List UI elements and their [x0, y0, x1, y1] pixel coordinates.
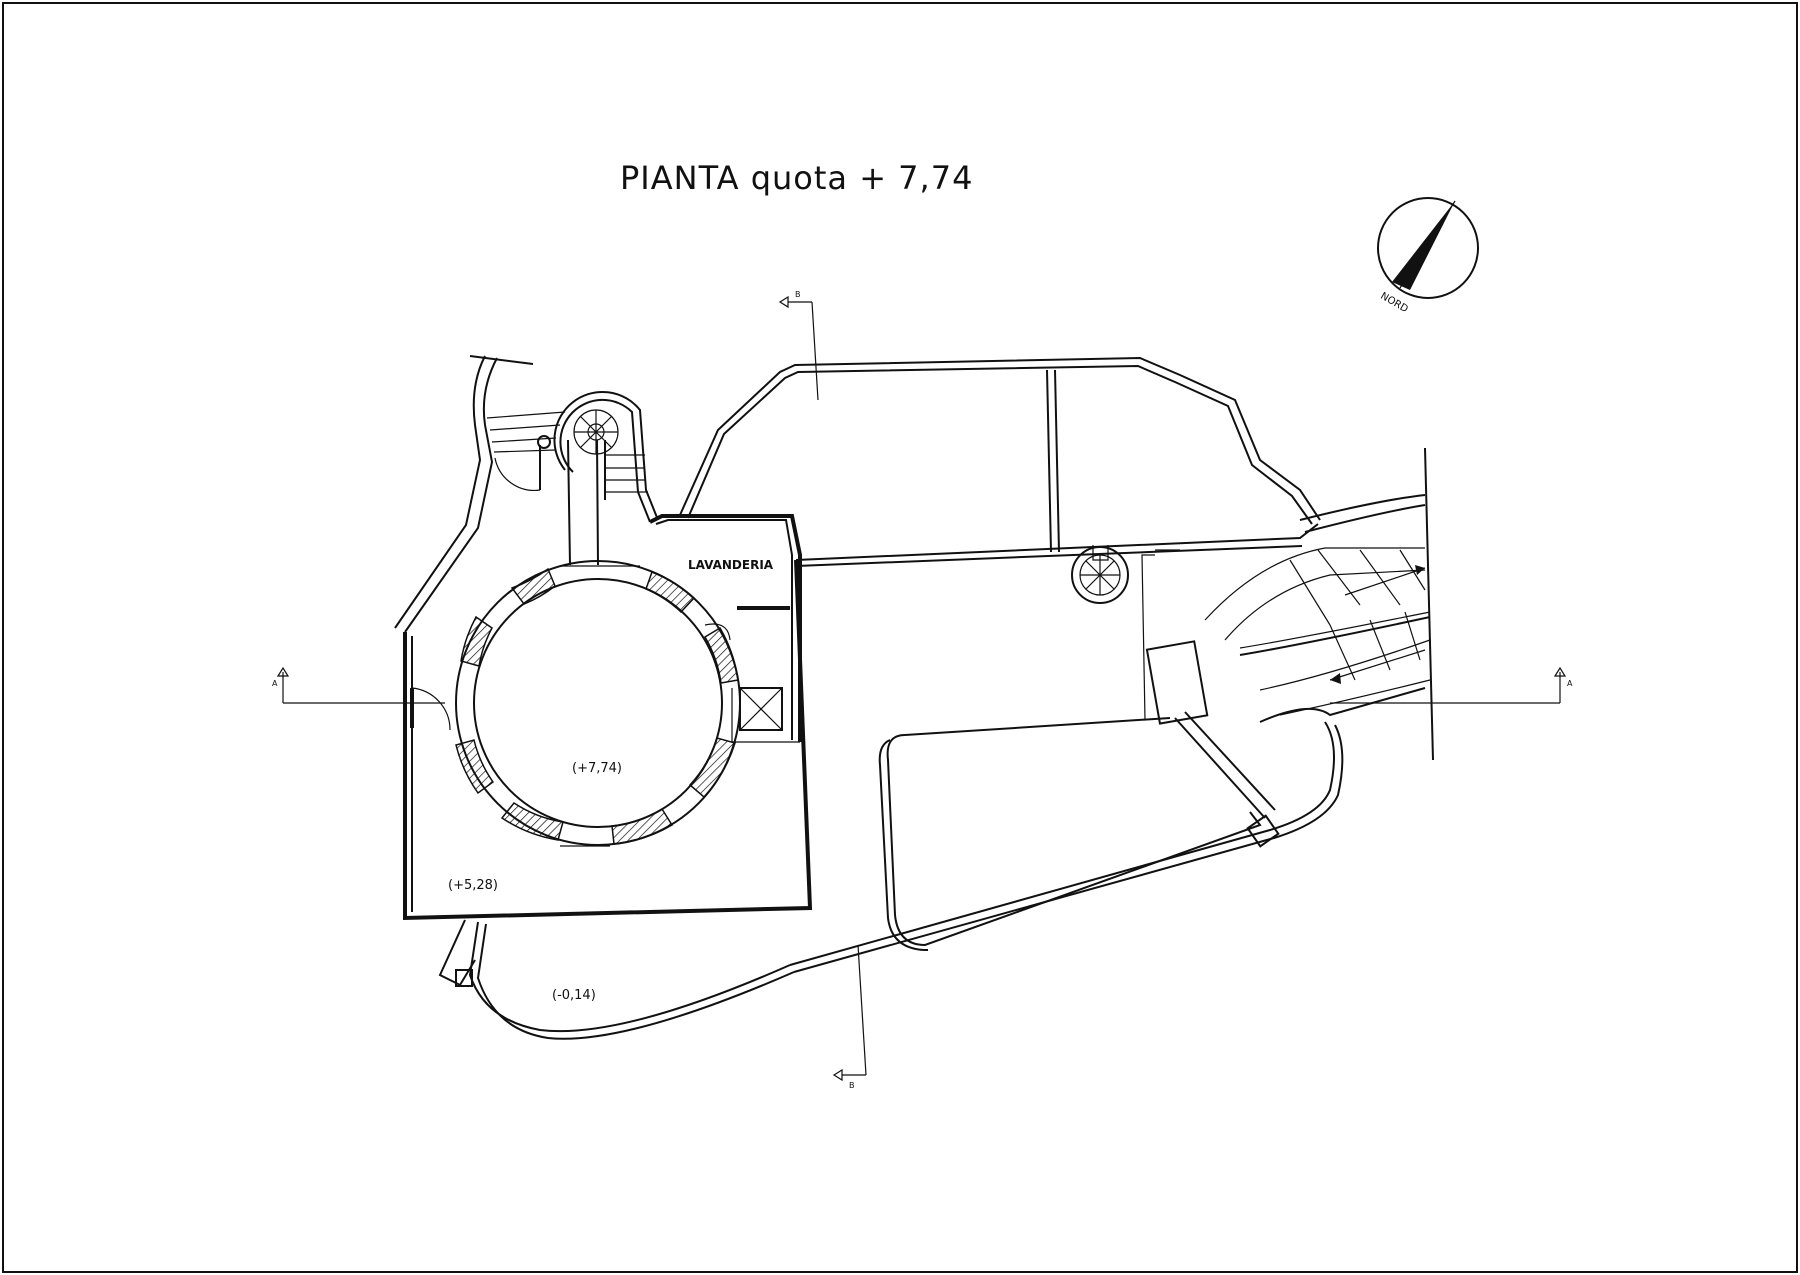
section-b-bottom-label: B: [849, 1081, 855, 1090]
post-base: [1246, 814, 1280, 848]
external-stair: [394, 355, 566, 633]
small-spiral-stair: [1071, 545, 1129, 604]
upper-courtyard-outline: [679, 356, 1321, 567]
laundry-room: [649, 514, 802, 743]
north-label: NORD: [1378, 291, 1410, 316]
room-label-laundry: LAVANDERIA: [688, 558, 774, 572]
drawing-title: PIANTA quota + 7,74: [620, 159, 973, 197]
circular-tower: [455, 560, 741, 847]
lower-garden: [878, 711, 1276, 951]
right-ramp: [789, 447, 1434, 973]
section-b-top-label: B: [795, 290, 801, 299]
section-b-top: B: [778, 290, 819, 401]
lower-path: [438, 919, 795, 1040]
section-a-right-label: A: [1567, 679, 1573, 688]
terrace-outline: [403, 559, 813, 921]
section-a-left: A: [272, 666, 445, 704]
level-label-terrace: (+5,28): [448, 878, 498, 893]
section-b-bottom: B: [832, 944, 867, 1090]
utility-box: [1145, 640, 1209, 725]
section-a-right: A: [1330, 666, 1573, 704]
spiral-stair-tower: [553, 391, 659, 566]
level-label-ground: (-0,14): [552, 988, 596, 1003]
north-arrow-icon: NORD: [1377, 197, 1479, 316]
section-a-left-label: A: [272, 679, 278, 688]
level-label-tower: (+7,74): [572, 761, 622, 776]
